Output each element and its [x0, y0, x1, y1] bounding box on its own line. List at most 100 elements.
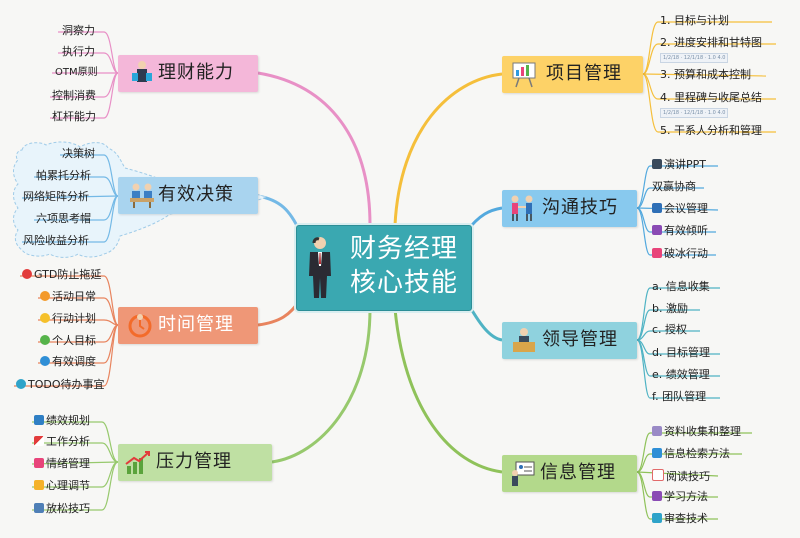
leaf-pressure-5[interactable]: 放松技巧 — [34, 502, 90, 516]
branch-decision-label: 有效决策 — [158, 183, 234, 207]
central-title-line1: 财务经理 — [339, 232, 469, 266]
branch-time-label: 时间管理 — [158, 313, 234, 337]
heart-icon — [34, 458, 44, 468]
leaf-information-5-label: 审查技术 — [664, 512, 708, 525]
leaf-pressure-3-label: 情绪管理 — [46, 457, 90, 470]
leaf-leadership-1[interactable]: a. 信息收集 — [652, 280, 710, 294]
leaf-communication-3[interactable]: 会议管理 — [652, 202, 708, 216]
meeting-room-icon — [652, 203, 662, 213]
speech-icon — [652, 159, 662, 169]
leaf-time-4-label: 个人目标 — [52, 334, 96, 347]
goal-icon — [40, 335, 50, 345]
leaf-finance-4[interactable]: 控制消费 — [52, 89, 96, 103]
leaf-decision-1[interactable]: 决策树 — [62, 147, 95, 161]
leaf-communication-5[interactable]: 破冰行动 — [652, 247, 708, 261]
leaf-information-3[interactable]: 阅读技巧 — [652, 469, 710, 484]
leaf-information-4[interactable]: 学习方法 — [652, 490, 708, 504]
leaf-time-1-label: GTD防止拖延 — [34, 268, 101, 281]
leader-desk-icon — [510, 326, 538, 354]
leaf-communication-2[interactable]: 双赢协商 — [652, 180, 696, 194]
leaf-project-5[interactable]: 5. 干系人分析和管理 — [660, 124, 762, 138]
branch-finance-label: 理财能力 — [158, 61, 234, 85]
leaf-time-6[interactable]: TODO待办事宜 — [16, 378, 105, 392]
leaf-decision-4[interactable]: 六项思考帽 — [36, 212, 91, 226]
branch-pressure-label: 压力管理 — [156, 450, 232, 474]
leaf-decision-5[interactable]: 风险收益分析 — [23, 234, 89, 248]
alert-icon — [22, 269, 32, 279]
branch-information[interactable]: 信息管理 — [502, 455, 637, 492]
leaf-time-5[interactable]: 有效调度 — [40, 355, 96, 369]
branch-communication-label: 沟通技巧 — [542, 196, 618, 220]
presentation-board-icon — [510, 60, 538, 88]
leaf-pressure-4-label: 心理调节 — [46, 479, 90, 492]
mind-icon — [34, 480, 44, 490]
leaf-pressure-1[interactable]: 绩效规划 — [34, 414, 90, 428]
branch-leadership[interactable]: 领导管理 — [502, 322, 637, 359]
search-icon — [652, 448, 662, 458]
leaf-time-5-label: 有效调度 — [52, 355, 96, 368]
leaf-leadership-6[interactable]: f. 团队管理 — [652, 390, 706, 404]
info-board-icon — [510, 459, 538, 487]
leaf-pressure-4[interactable]: 心理调节 — [34, 479, 90, 493]
branch-leadership-label: 领导管理 — [542, 328, 618, 352]
schedule-icon — [40, 356, 50, 366]
central-topic[interactable]: 财务经理 核心技能 — [296, 225, 472, 311]
leaf-finance-1[interactable]: 洞察力 — [62, 24, 95, 38]
leaf-pressure-1-label: 绩效规划 — [46, 414, 90, 427]
leaf-information-5[interactable]: 审查技术 — [652, 512, 708, 526]
leaf-information-1[interactable]: 资料收集和整理 — [652, 425, 741, 439]
branch-communication[interactable]: 沟通技巧 — [502, 190, 637, 227]
clock-icon — [126, 311, 154, 339]
leaf-time-3[interactable]: 行动计划 — [40, 312, 96, 326]
branch-project-label: 项目管理 — [546, 62, 622, 86]
leaf-time-1[interactable]: GTD防止拖延 — [22, 268, 101, 282]
leaf-decision-3[interactable]: 网络矩阵分析 — [23, 190, 89, 204]
leaf-time-4[interactable]: 个人目标 — [40, 334, 96, 348]
activity-icon — [40, 291, 50, 301]
review-icon — [652, 513, 662, 523]
leaf-project-3[interactable]: 3. 预算和成本控制 — [660, 68, 751, 82]
branch-project[interactable]: 项目管理 — [502, 56, 643, 93]
branch-decision[interactable]: 有效决策 — [118, 177, 258, 214]
branch-time[interactable]: 时间管理 — [118, 307, 258, 344]
leaf-leadership-5[interactable]: e. 绩效管理 — [652, 368, 710, 382]
performance-icon — [34, 415, 44, 425]
leaf-decision-2[interactable]: 帕累托分析 — [36, 169, 91, 183]
branch-finance[interactable]: 理财能力 — [118, 55, 258, 92]
leaf-information-2-label: 信息检索方法 — [664, 447, 730, 460]
businessman-icon — [307, 236, 333, 300]
leaf-communication-1[interactable]: 演讲PPT — [652, 158, 706, 172]
leaf-project-4[interactable]: 4. 里程碑与收尾总结 — [660, 91, 762, 105]
leaf-communication-1-label: 演讲PPT — [664, 158, 706, 171]
listen-icon — [652, 225, 662, 235]
leaf-finance-2[interactable]: 执行力 — [62, 45, 95, 59]
briefcase-man-icon — [128, 59, 156, 87]
leaf-pressure-5-label: 放松技巧 — [46, 502, 90, 515]
leaf-leadership-3[interactable]: c. 授权 — [652, 323, 687, 337]
book-icon — [652, 469, 664, 481]
leaf-communication-4[interactable]: 有效倾听 — [652, 224, 708, 238]
growth-chart-icon — [124, 448, 152, 476]
central-title-line2: 核心技能 — [339, 266, 469, 300]
central-title: 财务经理 核心技能 — [339, 232, 469, 300]
leaf-project-1[interactable]: 1. 目标与计划 — [660, 14, 729, 28]
branch-pressure[interactable]: 压力管理 — [118, 444, 272, 481]
folder-icon — [652, 426, 662, 436]
leaf-time-2[interactable]: 活动日常 — [40, 290, 96, 304]
leaf-finance-3[interactable]: OTM原则 — [55, 66, 98, 80]
leaf-information-3-label: 阅读技巧 — [666, 470, 710, 483]
handshake-icon — [508, 194, 536, 222]
leaf-pressure-3[interactable]: 情绪管理 — [34, 457, 90, 471]
leaf-communication-3-label: 会议管理 — [664, 202, 708, 215]
leaf-information-1-label: 资料收集和整理 — [664, 425, 741, 438]
leaf-leadership-4[interactable]: d. 目标管理 — [652, 346, 710, 360]
flag-icon — [34, 436, 44, 446]
leaf-finance-5[interactable]: 杠杆能力 — [52, 110, 96, 124]
leaf-information-2[interactable]: 信息检索方法 — [652, 447, 730, 461]
leaf-leadership-2[interactable]: b. 激励 — [652, 302, 688, 316]
relax-icon — [34, 503, 44, 513]
leaf-project-2[interactable]: 2. 进度安排和甘特图 — [660, 36, 762, 50]
leaf-information-4-label: 学习方法 — [664, 490, 708, 503]
meeting-icon — [128, 181, 156, 209]
leaf-pressure-2[interactable]: 工作分析 — [34, 435, 90, 449]
